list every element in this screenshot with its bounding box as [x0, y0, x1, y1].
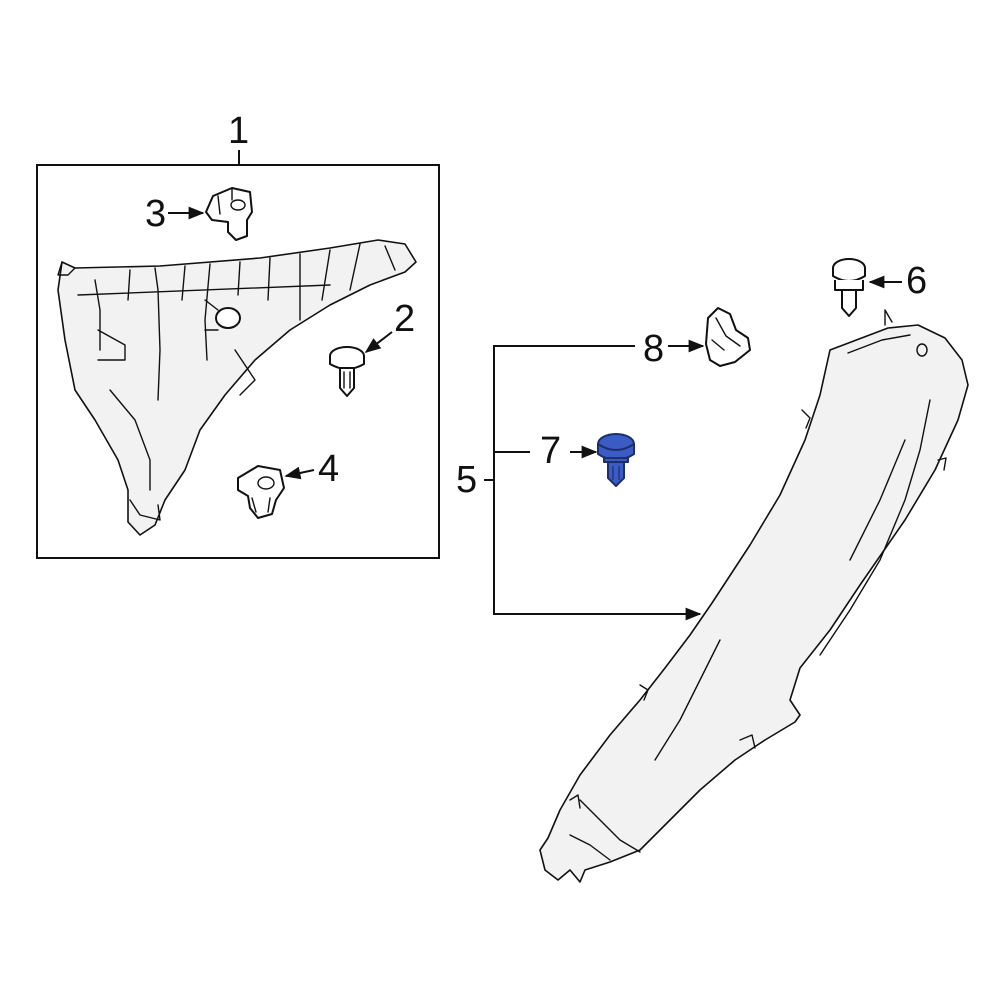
part-7-clip: [597, 433, 635, 487]
part-2-clip: [329, 346, 365, 397]
callout-3: 3: [145, 193, 167, 235]
part-3-bracket: [205, 187, 253, 241]
callout-4: 4: [318, 448, 340, 490]
callout-1: 1: [228, 110, 250, 152]
callout-6: 6: [906, 260, 928, 302]
group-bracket-5: [493, 345, 697, 615]
quarter-trim-panel: [57, 239, 417, 536]
callout-8: 8: [643, 328, 665, 370]
leader-2: [364, 331, 393, 353]
pillar-trim-panel: [539, 309, 969, 883]
callout-2: 2: [394, 298, 416, 340]
callout-7: 7: [540, 430, 562, 472]
callout-5: 5: [456, 459, 478, 501]
leader-4: [284, 466, 315, 480]
part-4-retainer: [237, 465, 285, 519]
part-6-clip: [832, 258, 866, 317]
part-8-bracket: [705, 307, 751, 367]
